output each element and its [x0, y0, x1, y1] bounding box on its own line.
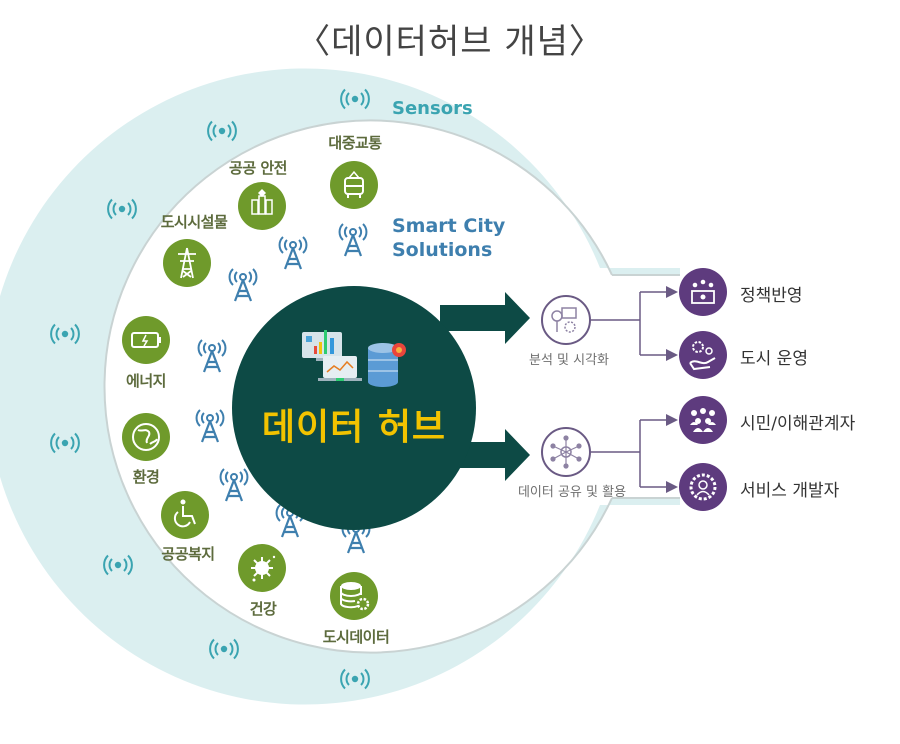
wheelchair-icon [161, 491, 209, 539]
connector-arrowheads [666, 286, 678, 493]
domain-label-public-safety: 공공 안전 [229, 159, 287, 177]
outcome-label-developers: 서비스 개발자 [740, 481, 840, 501]
data-hub-circle [232, 286, 476, 530]
domain-label-energy: 에너지 [126, 372, 166, 390]
sensors-label: Sensors [392, 98, 473, 119]
domain-label-welfare: 공공복지 [161, 545, 215, 563]
radio-tower-icon [197, 338, 227, 374]
page-title: 〈데이터허브 개념〉 [296, 22, 604, 62]
outcome-icons [679, 268, 727, 511]
gear-hand-icon [679, 331, 727, 379]
inner-ring-edge [103, 119, 613, 654]
solutions-line: Solutions [392, 239, 493, 261]
process-analysis [541, 295, 591, 345]
process-label-sharing: 데이터 공유 및 활용 [517, 485, 627, 500]
globe-icon [122, 413, 170, 461]
radio-tower-icon [338, 222, 368, 258]
power-tower-icon [163, 239, 211, 287]
outcome-label-city-ops: 도시 운영 [740, 349, 808, 369]
policy-basket-icon [679, 268, 727, 316]
dashboard-monitor-icon [302, 330, 362, 381]
database-gear-icon [368, 343, 406, 387]
domain-icons [122, 161, 378, 620]
tram-icon [330, 161, 378, 209]
process-sharing [541, 427, 591, 477]
developer-gear-icon [679, 463, 727, 511]
domain-label-health: 건강 [249, 600, 277, 618]
city-database-icon [330, 572, 378, 620]
people-group-icon [679, 396, 727, 444]
safety-building-icon [238, 182, 286, 230]
domain-label-facilities: 도시시설물 [160, 213, 228, 231]
domain-label-environment: 환경 [132, 468, 160, 486]
domain-label-city-data: 도시데이터 [322, 628, 390, 646]
outcome-label-policy: 정책반영 [740, 286, 803, 306]
battery-icon [122, 316, 170, 364]
radio-tower-icon [195, 408, 225, 444]
arrow-to-analysis [440, 292, 530, 344]
radio-tower-icon [278, 235, 308, 271]
smart-city-solutions-label: Smart City Solutions [392, 214, 505, 262]
radio-tower-icon [219, 467, 249, 503]
domain-label-transit: 대중교통 [328, 134, 382, 152]
smart-city-line: Smart City [392, 215, 506, 237]
connectors [590, 291, 668, 488]
virus-icon [238, 544, 286, 592]
outcome-label-citizens: 시민/이해관계자 [740, 414, 856, 434]
process-label-analysis: 분석 및 시각화 [528, 353, 610, 368]
sensor-ring [0, 68, 680, 705]
radio-tower-icon [228, 267, 258, 303]
data-hub-label: 데이터 허브 [261, 407, 447, 448]
